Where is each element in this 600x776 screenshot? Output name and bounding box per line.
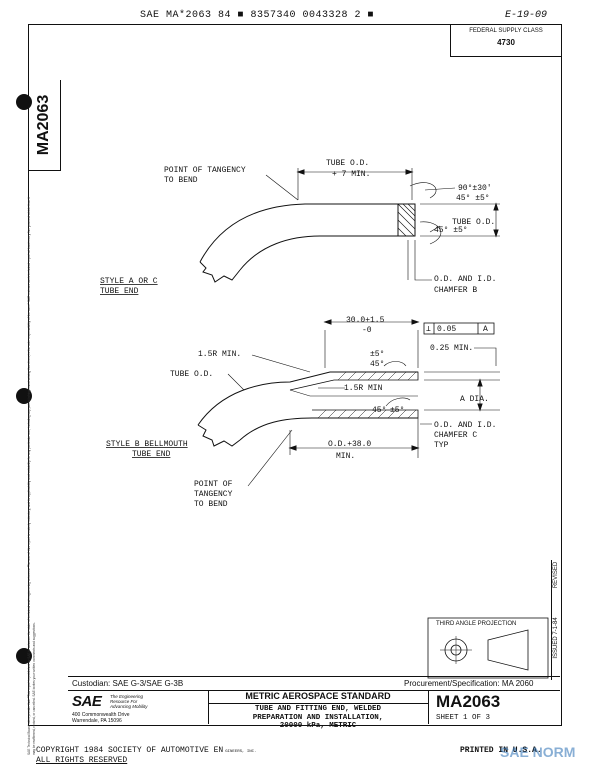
printed-in: PRINTED IN U.S.A. — [460, 746, 542, 755]
revised-strip — [551, 560, 561, 680]
header-code-line: SAE MA*2063 84 ■ 8357340 0043328 2 ■ — [140, 10, 375, 21]
page-frame — [28, 24, 562, 726]
copyright-tail: GINEERS, INC. — [225, 750, 257, 754]
d1-angle-45-bottom: 45° ±5° — [434, 226, 468, 235]
copyright-text: COPYRIGHT 1984 SOCIETY OF AUTOMOTIVE EN — [36, 746, 224, 755]
address-2: Warrendale, PA 15096 — [72, 718, 122, 724]
d2-tube-od: TUBE O.D. — [170, 370, 213, 379]
d1-tubeod-2: + 7 MIN. — [332, 170, 370, 179]
d2-chamfer-1: O.D. AND I.D. — [434, 421, 496, 430]
d2-tol-datum: A — [483, 325, 488, 334]
d2-od-dim-1: O.D.+38.0 — [328, 440, 371, 449]
doc-number-cell — [428, 690, 561, 724]
revised-label: REVISED — [553, 561, 559, 589]
issued-label: ISSUED 7-1-84 — [553, 617, 559, 659]
tagline-2: Resource For — [110, 699, 138, 704]
federal-supply-value: 4730 — [497, 38, 515, 47]
address-1: 400 Commonwealth Drive — [72, 712, 130, 718]
title-divider — [68, 690, 560, 691]
d2-dim-top-1: 30.0+1.5 — [346, 316, 385, 325]
tube1-outer-edge — [199, 203, 415, 263]
logo-cell — [68, 690, 209, 724]
d2-angle-mid-tol: ±5° — [390, 406, 404, 415]
handwritten-date: E-19-09 — [505, 10, 548, 21]
d2-tangency-3: TO BEND — [194, 500, 228, 509]
d2-r-min-outer: 1.5R MIN. — [198, 350, 241, 359]
d2-dim-top-2: -0 — [362, 326, 372, 335]
projection-label: THIRD ANGLE PROJECTION — [436, 621, 517, 627]
sae-address: 400 Commonwealth Drive Warrendale, PA 15… — [72, 712, 130, 724]
d2-tangency-2: TANGENCY — [194, 490, 233, 499]
d2-od-dim-2: MIN. — [336, 452, 355, 461]
d1-tubeod-1: TUBE O.D. — [326, 159, 369, 168]
d2-r-min-inner: 1.5R MIN — [344, 384, 383, 393]
d2-a-dia: A DIA. — [460, 395, 489, 404]
title-line-3: 20000 kPa, METRIC — [279, 722, 357, 730]
d2-dim-025: 0.25 MIN. — [430, 344, 473, 353]
d2-style-1: STYLE B BELLMOUTH — [106, 440, 188, 449]
custodian: Custodian: SAE G-3/SAE G-3B — [72, 679, 184, 688]
sae-logo: SAE — [72, 693, 102, 710]
d2-angle-mid: 45° — [372, 406, 386, 415]
binder-hole-middle — [16, 388, 32, 404]
sheet-number: SHEET 1 OF 3 — [436, 714, 491, 722]
procurement: Procurement/Specification: MA 2060 — [404, 679, 534, 688]
d1-chamfer-2: CHAMFER B — [434, 286, 477, 295]
tagline-3: Advancing Mobility — [110, 704, 148, 709]
drawing-style-a — [199, 168, 500, 283]
tube2-hatch — [317, 371, 417, 419]
third-angle-projection-symbol — [427, 617, 549, 679]
title-line-1: TUBE AND FITTING END, WELDED — [254, 705, 382, 713]
d2-tangency-1: POINT OF — [194, 480, 233, 489]
side-doc-number-box — [28, 80, 61, 171]
tube2-outer-edge — [197, 371, 418, 426]
watermark: SAE NORM — [500, 744, 576, 760]
binder-hole-top — [16, 94, 32, 110]
d2-chamfer-3: TYP — [434, 441, 449, 450]
title-line-2: PREPARATION AND INSTALLATION, — [252, 713, 384, 722]
tube2-lower-edge — [239, 417, 418, 441]
d1-style-2: TUBE END — [100, 287, 139, 296]
d1-style-1: STYLE A OR C — [100, 277, 158, 286]
tube1-break — [199, 261, 241, 283]
d2-chamfer-2: CHAMFER C — [434, 431, 477, 440]
rights-reserved: ALL RIGHTS RESERVED — [36, 756, 128, 765]
doc-number: MA2063 — [436, 692, 501, 711]
document-title: TUBE AND FITTING END, WELDED PREPARATION… — [208, 705, 428, 731]
binder-hole-bottom — [16, 648, 32, 664]
d1-angle-90: 90°±30' — [458, 184, 492, 193]
tube2-break — [197, 424, 241, 447]
title-block — [68, 676, 560, 725]
federal-supply-label: FEDERAL SUPPLY CLASS — [469, 28, 543, 34]
drawing-style-b — [197, 319, 500, 487]
sae-tagline: The Engineering Resource For Advancing M… — [110, 694, 148, 709]
d2-style-2: TUBE END — [132, 450, 171, 459]
d1-tangency-1: POINT OF TANGENCY — [164, 166, 246, 175]
d2-angle-top-deg: 45° — [370, 360, 384, 369]
d1-chamfer-1: O.D. AND I.D. — [434, 275, 496, 284]
d1-tangency-2: TO BEND — [164, 176, 198, 185]
tube1-hatch — [397, 203, 416, 237]
d2-tol-value: 0.05 — [437, 325, 456, 334]
standard-name: METRIC AEROSPACE STANDARD — [208, 690, 428, 704]
d1-angle-45-top: 45° ±5° — [456, 194, 490, 203]
federal-supply-box: FEDERAL SUPPLY CLASS 4730 — [450, 24, 561, 57]
tagline-1: The Engineering — [110, 694, 144, 699]
d2-tol-symbol: ⊥ — [426, 325, 431, 334]
d1-tube-od-right: TUBE O.D. — [452, 218, 495, 227]
tube1-inner-edge — [239, 235, 415, 271]
d2-angle-top: ±5° — [370, 350, 384, 359]
